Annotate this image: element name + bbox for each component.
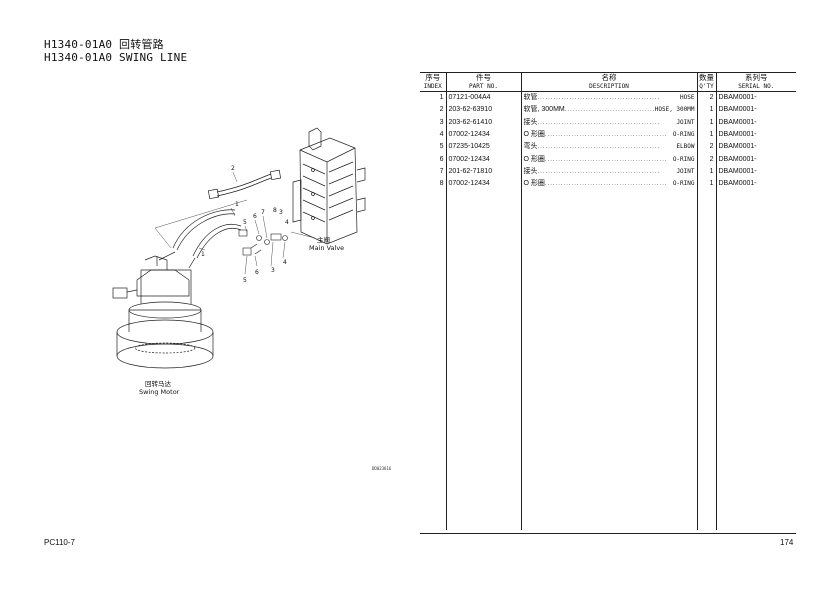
row-qty: 1 [696,128,716,142]
page-title: H1340-01A0 回转管路 H1340-01A0 SWING LINE [44,38,187,64]
row-qty: 2 [696,153,716,166]
row-part-no: 07121-004A4 [445,91,521,105]
row-serial: DBAM0001- [715,91,796,105]
row-serial: DBAM0001- [715,128,796,142]
callout: 7 [261,209,265,216]
row-index: 7 [439,167,444,175]
parts-diagram: 2 1 1 5 6 7 8 5 6 3 4 3 4 主阀 Main Valve … [95,120,395,420]
callout: 4 [283,259,287,266]
row-index: 8 [439,180,444,188]
swing-motor-label-en: Swing Motor [139,388,180,396]
row-qty: 1 [696,104,716,117]
row-part-no: 07002-12434 [445,153,521,166]
row-qty: 1 [696,178,716,191]
row-index: 3 [439,118,444,126]
callout: 4 [285,219,289,226]
row-index: 5 [439,143,444,151]
row-serial: DBAM0001- [715,141,796,154]
row-part-no: 07002-12434 [445,128,521,142]
callout: 5 [243,277,247,284]
row-index: 6 [439,155,444,163]
callout: 5 [243,219,247,226]
fittings-drawing [238,229,288,256]
title-line-en: H1340-01A0 SWING LINE [44,51,188,64]
callout: 6 [253,213,257,220]
page-number: 174 [780,538,794,547]
swing-motor-drawing [112,255,214,369]
callout: 1 [235,201,239,208]
callout: 3 [271,267,275,274]
row-index: 1 [439,94,444,102]
row-qty: 1 [696,165,716,179]
main-valve-label-zh: 主阀 [317,235,330,244]
row-serial: DBAM0001- [715,178,796,191]
row-serial: DBAM0001- [715,153,796,166]
callout: 8 [273,207,277,214]
exploded-view-drawing: 2 1 1 5 6 7 8 5 6 3 4 3 4 主阀 Main Valve … [112,127,366,396]
drawing-id: DD023816 [372,466,392,471]
row-index: 2 [439,106,444,114]
callout: 2 [231,165,235,172]
model-number: PC110-7 [44,538,75,547]
callout-labels: 2 1 1 5 6 7 8 5 6 3 4 3 4 [201,165,289,284]
row-part-no: 201-62-71810 [445,165,521,179]
row-part-no: 203-62-63910 [445,104,521,117]
table-bottom-rule [420,533,796,534]
swing-motor-label-zh: 回转马达 [145,379,172,388]
row-serial: DBAM0001- [715,104,796,117]
leader-lines [154,171,316,275]
row-serial: DBAM0001- [715,116,796,129]
callout: 6 [255,269,259,276]
row-part-no: 203-62-61410 [445,116,521,129]
title-line-zh: H1340-01A0 回转管路 [44,38,164,51]
row-part-no: 07235-10425 [445,141,521,154]
row-part-no: 07002-12434 [445,178,521,191]
row-qty: 2 [696,91,716,105]
table-empty-space [420,190,796,531]
row-serial: DBAM0001- [715,165,796,179]
row-qty: 2 [696,141,716,154]
callout: 1 [201,251,205,258]
row-index: 4 [439,131,444,139]
main-valve-label-en: Main Valve [309,244,344,252]
main-valve-drawing [292,127,366,245]
hose-drawing [158,169,282,269]
row-qty: 1 [696,116,716,129]
callout: 3 [279,209,283,216]
